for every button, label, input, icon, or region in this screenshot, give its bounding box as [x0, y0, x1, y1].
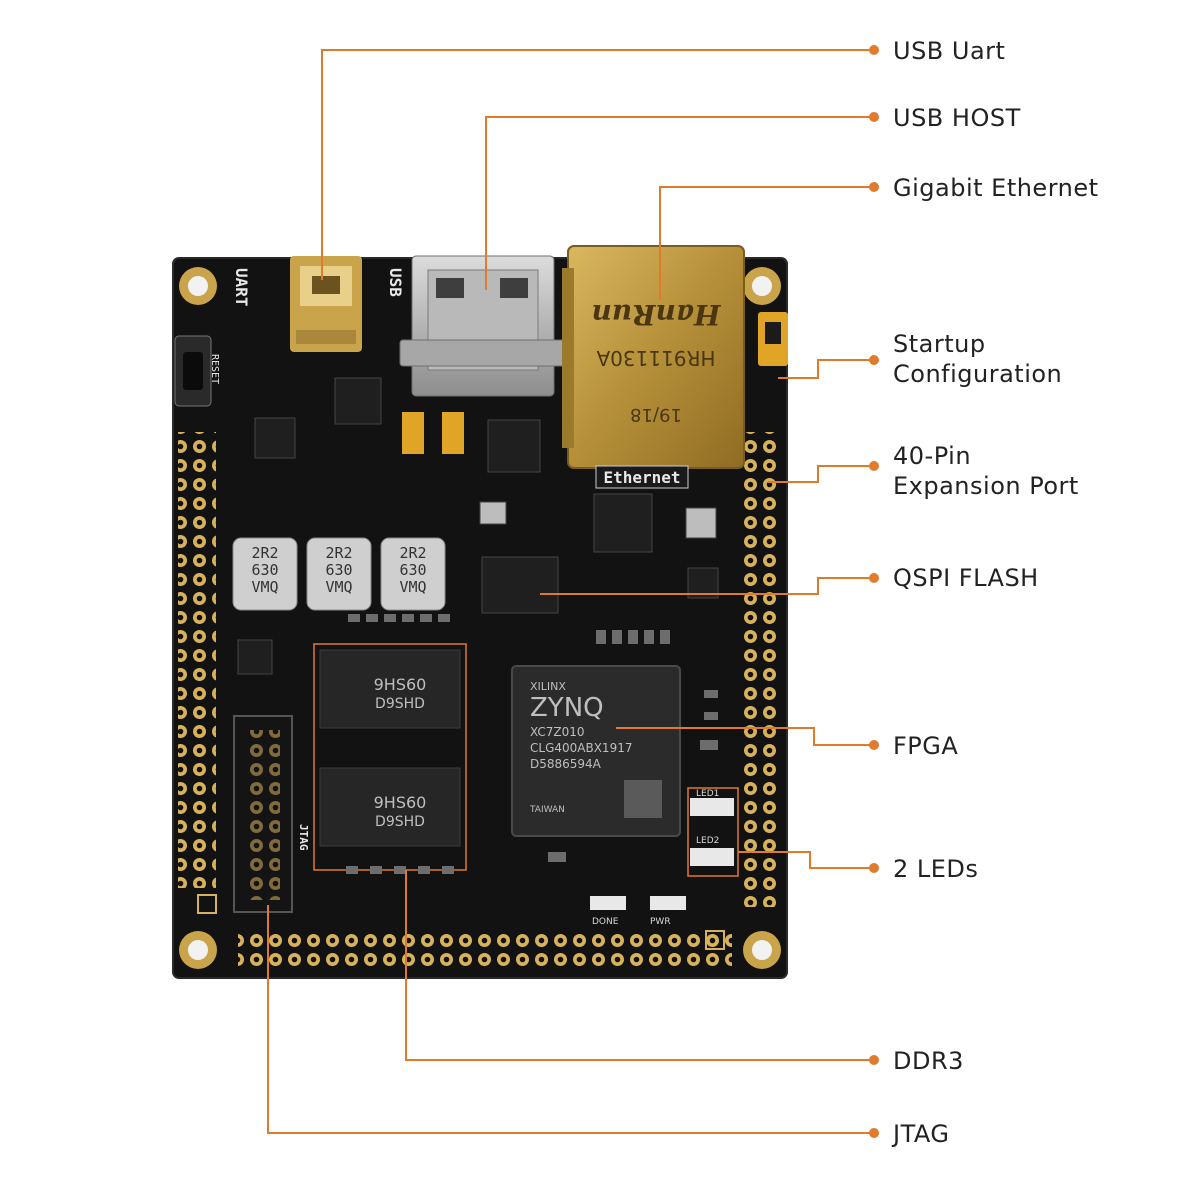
jtag-silkscreen: JTAG: [297, 824, 310, 851]
svg-text:VMQ: VMQ: [399, 578, 426, 596]
svg-text:630: 630: [399, 561, 426, 579]
svg-text:D9SHD: D9SHD: [375, 814, 425, 830]
label-startup-line2: Configuration: [893, 360, 1062, 388]
usb-host-connector: [399, 255, 567, 397]
svg-text:CLG400ABX1917: CLG400ABX1917: [530, 741, 632, 755]
callout-dots: [869, 45, 879, 1138]
svg-text:VMQ: VMQ: [251, 578, 278, 596]
led1-silkscreen: LED1: [696, 789, 719, 799]
ethernet-part-number: HR911130A: [596, 346, 715, 370]
reset-silkscreen: RESET: [209, 354, 220, 384]
inductor-3: 2R2 630 VMQ: [380, 537, 446, 611]
callout-labels: USB Uart USB HOST Gigabit Ethernet Start…: [891, 37, 1099, 1148]
bottom-header-pads: [238, 931, 732, 969]
svg-text:XILINX: XILINX: [530, 680, 566, 693]
svg-text:TAIWAN: TAIWAN: [529, 805, 565, 815]
done-silkscreen: DONE: [592, 917, 619, 927]
svg-text:2R2: 2R2: [399, 544, 426, 562]
reset-button: [174, 335, 212, 407]
label-startup-line1: Startup: [893, 330, 986, 358]
ddr3-chip-1: 9HS60 D9SHD: [319, 649, 461, 729]
label-leds: 2 LEDs: [893, 855, 978, 883]
startup-config-switch: [758, 312, 788, 366]
uart-silkscreen: UART: [232, 268, 251, 307]
svg-text:630: 630: [251, 561, 278, 579]
svg-text:9HS60: 9HS60: [374, 675, 427, 694]
right-header-pads: [743, 432, 781, 907]
inductor-2: 2R2 630 VMQ: [306, 537, 372, 611]
label-usb-host: USB HOST: [893, 104, 1021, 132]
fpga-chip: XILINX ZYNQ XC7Z010 CLG400ABX1917 D58865…: [511, 665, 681, 837]
label-gigabit-ethernet: Gigabit Ethernet: [893, 174, 1099, 202]
usb-uart-connector: [290, 256, 362, 352]
ethernet-jack: 19/18 HR911130A HanRun: [562, 245, 745, 469]
svg-text:9HS60: 9HS60: [374, 793, 427, 812]
ethernet-silkscreen: Ethernet: [603, 468, 680, 487]
svg-text:ZYNQ: ZYNQ: [530, 693, 604, 723]
svg-text:2R2: 2R2: [251, 544, 278, 562]
label-ddr3: DDR3: [893, 1047, 964, 1075]
svg-text:D5886594A: D5886594A: [530, 757, 602, 771]
svg-text:VMQ: VMQ: [325, 578, 352, 596]
usb-silkscreen: USB: [386, 268, 405, 297]
svg-text:630: 630: [325, 561, 352, 579]
left-header-pads: [178, 432, 216, 888]
svg-text:D9SHD: D9SHD: [375, 696, 425, 712]
pwr-silkscreen: PWR: [650, 917, 671, 927]
mounting-holes: [179, 267, 781, 969]
label-fpga: FPGA: [893, 732, 958, 760]
callout-leaders: [267, 49, 872, 1134]
label-expansion-line2: Expansion Port: [893, 472, 1079, 500]
label-expansion-line1: 40-Pin: [893, 442, 971, 470]
led2-silkscreen: LED2: [696, 836, 719, 846]
label-usb-uart: USB Uart: [893, 37, 1005, 65]
user-leds: [687, 787, 739, 877]
ethernet-brand: HanRun: [592, 298, 722, 331]
ethernet-date-code: 19/18: [630, 404, 682, 425]
label-qspi-flash: QSPI FLASH: [893, 564, 1039, 592]
small-ics: [237, 377, 719, 675]
ddr3-chip-2: 9HS60 D9SHD: [319, 767, 461, 847]
inductor-1: 2R2 630 VMQ: [232, 537, 298, 611]
label-jtag: JTAG: [891, 1120, 949, 1148]
pcb-board: UART USB 19/18 HR911130A HanRun Ethernet: [172, 245, 788, 979]
svg-text:2R2: 2R2: [325, 544, 352, 562]
jtag-header: [233, 715, 293, 913]
svg-text:XC7Z010: XC7Z010: [530, 725, 585, 739]
